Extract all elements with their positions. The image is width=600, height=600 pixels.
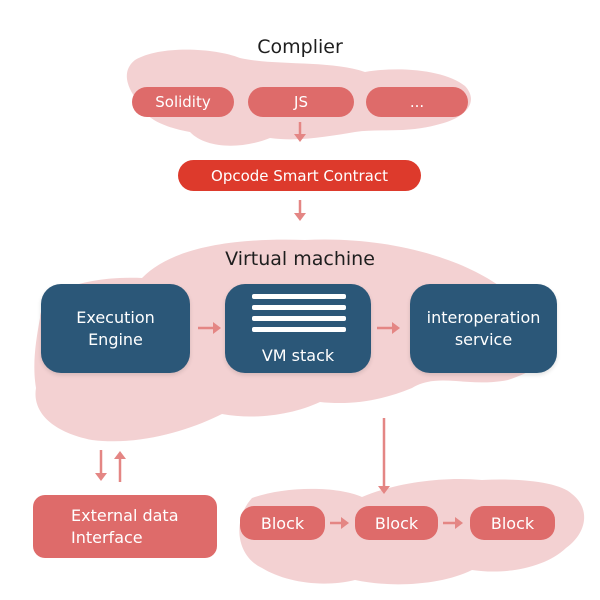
execution-engine-line1: Execution [76, 307, 155, 327]
interop-line2: service [454, 329, 513, 349]
arrowhead-engine-to-stack [213, 322, 221, 334]
arrowhead-stack-to-interop [392, 322, 400, 334]
language-pill-js: JS [248, 87, 354, 117]
block-2: Block [355, 506, 438, 540]
language-pill-more: ... [366, 87, 468, 117]
execution-engine: Execution Engine [41, 284, 190, 373]
vm-title: Virtual machine [225, 248, 375, 270]
interoperation-service: interoperation service [410, 284, 557, 373]
arrowhead-down-external [95, 473, 107, 481]
external-line2: Interface [71, 527, 143, 547]
block-3: Block [470, 506, 555, 540]
opcode-smart-contract: Opcode Smart Contract [178, 160, 421, 191]
language-pill-solidity: Solidity [132, 87, 234, 117]
interop-line1: interoperation [426, 307, 541, 327]
arrowhead-block2-to-block3 [455, 517, 463, 529]
arrowhead-compiler-to-opcode [294, 134, 306, 142]
stack-icon [252, 294, 346, 338]
arrowhead-down-to-block [378, 486, 390, 494]
compiler-title: Complier [257, 36, 343, 58]
block-1: Block [240, 506, 325, 540]
arrowhead-block1-to-block2 [341, 517, 349, 529]
external-data-interface: External data Interface [33, 495, 217, 558]
arrowhead-up-vm [114, 451, 126, 459]
execution-engine-line2: Engine [88, 329, 143, 349]
external-line1: External data [71, 505, 179, 525]
arrowhead-opcode-to-vm [294, 213, 306, 221]
vm-stack-label: VM stack [261, 346, 335, 365]
